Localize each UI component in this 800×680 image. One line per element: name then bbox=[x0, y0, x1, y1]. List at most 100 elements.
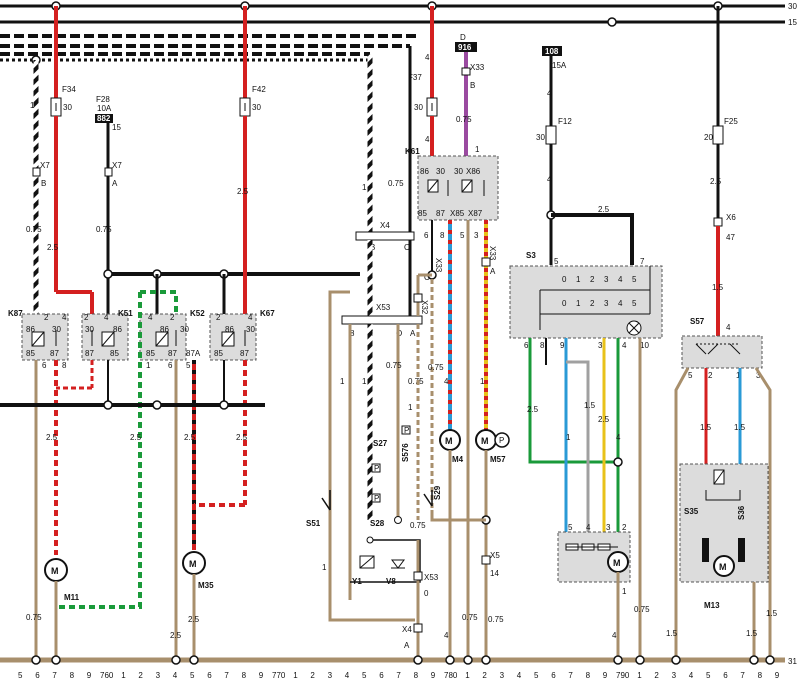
wire-size-label: 0.75 bbox=[462, 613, 478, 622]
relay-coil-diag bbox=[461, 179, 473, 193]
junction-dot bbox=[366, 536, 374, 544]
pin-label: 1 bbox=[146, 361, 151, 370]
pin-label: 30 bbox=[246, 325, 255, 334]
pin-label: 4 bbox=[62, 313, 67, 322]
pin-label: 86 bbox=[26, 325, 35, 334]
connector-pin bbox=[413, 571, 423, 581]
pin-label: 87 bbox=[240, 349, 249, 358]
wire-size-label: 0.75 bbox=[26, 613, 42, 622]
pin-label: B bbox=[370, 243, 375, 252]
wire-size-label: 1 bbox=[408, 403, 413, 412]
m57-label: M57 bbox=[490, 455, 506, 464]
connector-x53 bbox=[341, 315, 423, 325]
pin-label: 85 bbox=[214, 349, 223, 358]
ground-bus-number: 1 bbox=[121, 671, 126, 680]
s35-label: S35 bbox=[684, 507, 699, 516]
fuse-code-tag bbox=[95, 114, 113, 123]
ground-bus-number: 8 bbox=[70, 671, 75, 680]
ground-bus-number: 9 bbox=[259, 671, 264, 680]
wire-size-label: 4 bbox=[444, 377, 449, 386]
pin-label: B bbox=[41, 179, 46, 188]
f34-rating: 30 bbox=[63, 103, 72, 112]
junction-dot bbox=[103, 400, 113, 410]
wire-size-label: 2.5 bbox=[170, 631, 182, 640]
wire-size-label: 0.75 bbox=[408, 377, 424, 386]
pin-label: 30 bbox=[180, 325, 189, 334]
pin-label: C bbox=[424, 273, 430, 282]
f25-rating: 20 bbox=[704, 133, 713, 142]
ground-terminal-dot bbox=[635, 655, 645, 665]
x32-label: X32 bbox=[420, 300, 429, 315]
ground-bus-number: 6 bbox=[207, 671, 212, 680]
motor-symbol: M bbox=[481, 436, 489, 446]
wire-brown bbox=[674, 367, 690, 660]
ground-bus-number: 7 bbox=[568, 671, 573, 680]
pin-label: 47 bbox=[726, 233, 735, 242]
pin-label: 87 bbox=[85, 349, 94, 358]
ground-bus-number: 9 bbox=[775, 671, 780, 680]
wire-size-label: 1.5 bbox=[766, 609, 778, 618]
pin-label: 5 bbox=[186, 361, 191, 370]
f34-label: F34 bbox=[62, 85, 76, 94]
wire-size-label: 2.5 bbox=[47, 243, 59, 252]
k51-label: K51 bbox=[118, 309, 133, 318]
pin-label: A bbox=[404, 641, 410, 650]
wire-size-label: 4 bbox=[547, 89, 552, 98]
valve-coil bbox=[359, 555, 375, 569]
wire-brown bbox=[754, 367, 772, 660]
wire-brown bbox=[430, 510, 486, 522]
junction-dot bbox=[394, 516, 402, 524]
s28-label: S28 bbox=[370, 519, 385, 528]
pin-label: 8 bbox=[62, 361, 67, 370]
ground-terminal-dot bbox=[481, 655, 491, 665]
wire-grey bbox=[566, 360, 590, 545]
pin-label: 85 bbox=[110, 349, 119, 358]
resistor-chain bbox=[565, 543, 618, 551]
switch-lever bbox=[321, 497, 331, 511]
wire-size-label: 2.5 bbox=[527, 405, 539, 414]
pin-label: 6 bbox=[42, 361, 47, 370]
pin-label: 4 bbox=[726, 323, 731, 332]
junction-dot bbox=[613, 457, 623, 467]
connector-pin bbox=[713, 217, 723, 227]
s3-position-bottom: 3 bbox=[604, 299, 609, 308]
s3-label: S3 bbox=[526, 251, 536, 260]
ground-terminal-dot bbox=[189, 655, 199, 665]
s3-position-top: 3 bbox=[604, 275, 609, 284]
wire-size-label: 4 bbox=[444, 631, 449, 640]
bus-31-label: 31 bbox=[788, 657, 797, 666]
x4-label: X4 bbox=[380, 221, 390, 230]
wire-black bbox=[551, 213, 634, 265]
pin-label: 5 bbox=[460, 231, 465, 240]
x33-label: X33 bbox=[434, 258, 443, 273]
lamp-cross bbox=[628, 322, 640, 334]
pin-label: 5 bbox=[688, 371, 693, 380]
wire-size-label: 4 bbox=[547, 175, 552, 184]
wire-size-label: 4 bbox=[616, 433, 621, 442]
wire-size-label: 1 bbox=[622, 587, 627, 596]
ground-terminal-dot bbox=[671, 655, 681, 665]
ground-bus-number: 9 bbox=[87, 671, 92, 680]
f42-label: F42 bbox=[252, 85, 266, 94]
connector-pin bbox=[481, 555, 491, 565]
pin-label: X87 bbox=[468, 209, 483, 218]
bus-15-label: 15 bbox=[788, 18, 797, 27]
wire-size-label: 2.5 bbox=[598, 415, 610, 424]
relay-coil-diag bbox=[713, 469, 725, 485]
wire-size-label: 0.75 bbox=[388, 179, 404, 188]
s3-position-top: 5 bbox=[632, 275, 637, 284]
wire-size-label: 2.5 bbox=[46, 433, 58, 442]
f25-label: F25 bbox=[724, 117, 738, 126]
pin-label: 86 bbox=[225, 325, 234, 334]
ground-bus-number: 7 bbox=[740, 671, 745, 680]
wire-size-label: 2.5 bbox=[188, 615, 200, 624]
connector-pin bbox=[461, 67, 471, 76]
wire-size-label: 1.5 bbox=[746, 629, 758, 638]
ground-bus-number: 5 bbox=[18, 671, 23, 680]
junction-dot bbox=[103, 269, 113, 279]
wire-thin bbox=[705, 490, 741, 501]
pin-label: 1 bbox=[475, 145, 480, 154]
ground-bus-number: 5 bbox=[190, 671, 195, 680]
ground-bus-number: 2 bbox=[482, 671, 487, 680]
s3-position-top: 0 bbox=[562, 275, 567, 284]
